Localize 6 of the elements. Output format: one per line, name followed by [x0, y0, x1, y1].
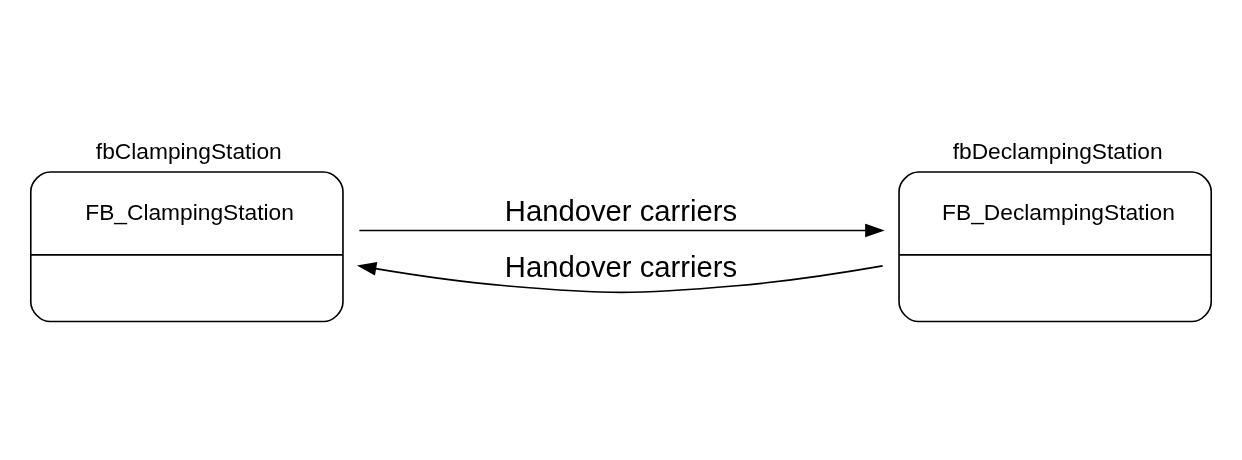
edge-label: Handover carriers	[504, 250, 738, 283]
arrow	[356, 261, 884, 293]
arrow	[358, 223, 885, 237]
node-label: fbDeclampingStation	[952, 137, 1163, 164]
edge-label: Handover carriers	[504, 194, 738, 227]
node-label: fbClampingStation	[95, 137, 282, 164]
